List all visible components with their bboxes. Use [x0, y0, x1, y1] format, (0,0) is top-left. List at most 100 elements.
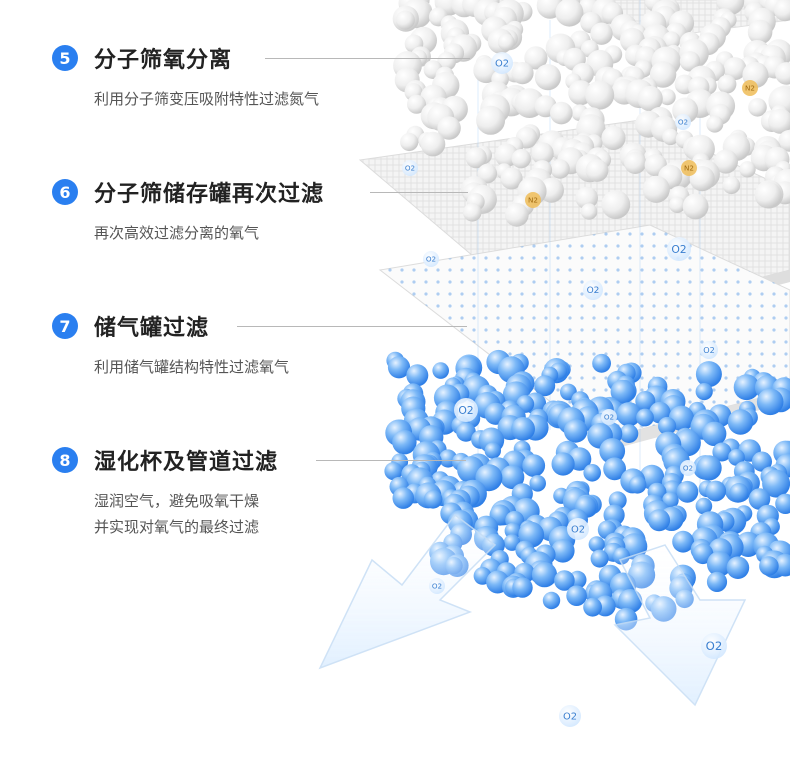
leader-line-6: [370, 192, 468, 193]
ball: [747, 19, 773, 45]
ball: [702, 421, 727, 446]
molecule-label: O2: [426, 255, 436, 264]
oxygen-molecule-icon: O2: [491, 52, 513, 74]
ball: [695, 361, 722, 388]
ball: [706, 551, 733, 577]
molecule-label: O2: [706, 639, 723, 653]
ball: [628, 476, 647, 494]
molecule-label: N2: [528, 196, 538, 205]
leader-line-5: [265, 58, 470, 59]
ball: [695, 497, 713, 515]
ball: [636, 408, 654, 427]
ball: [751, 451, 773, 472]
ball: [601, 125, 626, 150]
oxygen-molecule-icon: O2: [423, 251, 439, 267]
ball: [555, 0, 584, 27]
ball: [392, 487, 415, 509]
ball: [682, 193, 709, 220]
step-title: 储气罐过滤: [94, 316, 210, 341]
molecule-label: O2: [405, 164, 415, 173]
step-8: 8 湿化杯及管道过滤 湿润空气，避免吸氧干燥 并实现对氧气的最终过滤: [52, 444, 278, 540]
oxygen-molecule-icon: O2: [675, 114, 691, 130]
ball: [669, 196, 686, 213]
ball: [603, 457, 626, 481]
step-description: 利用分子筛变压吸附特性过滤氮气: [94, 90, 320, 108]
molecule-label: O2: [604, 413, 614, 422]
leader-line-8: [316, 460, 466, 461]
molecule-label: O2: [495, 59, 509, 70]
ball: [695, 383, 713, 401]
ball: [706, 115, 724, 133]
oxygen-molecule-icon: O2: [402, 160, 418, 176]
ball: [775, 62, 790, 85]
ball: [601, 190, 631, 220]
molecule-label: O2: [587, 286, 600, 296]
leader-line-7: [237, 326, 467, 327]
ball: [686, 134, 715, 164]
ball: [722, 176, 741, 195]
ball: [585, 159, 609, 182]
oxygen-molecule-icon: O2: [583, 280, 603, 300]
ball: [423, 490, 443, 509]
ball: [635, 391, 656, 411]
ball: [542, 591, 561, 610]
molecule-label: O2: [671, 243, 686, 256]
oxygen-molecule-icon: O2: [701, 633, 727, 659]
ball: [529, 475, 546, 492]
ball: [476, 105, 506, 135]
step-number-badge: 6: [52, 179, 78, 205]
ball: [728, 449, 745, 466]
step-description: 湿润空气，避免吸氧干燥 并实现对氧气的最终过滤: [94, 492, 260, 536]
oxygen-molecule-icon: O2: [559, 705, 581, 727]
ball: [756, 388, 784, 416]
oxygen-molecule-icon: O2: [680, 460, 696, 476]
ball: [759, 556, 779, 576]
step-description: 利用储气罐结构特性过滤氧气: [94, 358, 290, 376]
ball: [637, 85, 663, 112]
oxygen-molecule-icon: O2: [667, 237, 691, 261]
ball: [583, 464, 601, 482]
ball: [554, 570, 575, 591]
oxygen-molecule-icon: O2: [567, 518, 589, 540]
ball: [706, 571, 728, 593]
molecule-label: O2: [563, 712, 577, 723]
ball: [531, 142, 554, 165]
ball: [696, 455, 722, 481]
oxygen-molecule-icon: O2: [454, 398, 478, 422]
ball: [739, 161, 756, 178]
ball: [619, 424, 639, 443]
molecule-label: O2: [683, 464, 693, 473]
oxygen-molecule-icon: O2: [429, 578, 445, 594]
nitrogen-molecule-icon: N2: [742, 80, 758, 96]
ball: [522, 454, 546, 477]
ball: [551, 452, 575, 476]
ball: [648, 509, 671, 532]
step-title: 湿化杯及管道过滤: [94, 450, 279, 475]
step-number-badge: 8: [52, 447, 78, 473]
ball: [773, 0, 790, 22]
ball: [407, 94, 426, 114]
ball: [624, 151, 647, 174]
ball: [511, 417, 535, 441]
ball: [384, 462, 403, 481]
ball: [705, 480, 727, 502]
ball: [511, 62, 534, 85]
ball: [713, 149, 739, 174]
ball: [400, 132, 419, 152]
ball: [497, 33, 515, 51]
nitrogen-molecule-icon: N2: [681, 160, 697, 176]
ball: [477, 163, 498, 184]
ball: [590, 549, 609, 568]
ball: [642, 175, 670, 203]
ball: [590, 22, 613, 45]
step-title: 分子筛储存罐再次过滤: [94, 182, 325, 207]
ball: [592, 353, 611, 373]
ball: [500, 167, 523, 190]
molecule-label: O2: [703, 345, 715, 355]
ball: [504, 202, 529, 227]
ball: [662, 31, 681, 49]
ball: [723, 57, 747, 81]
ball: [437, 116, 461, 140]
